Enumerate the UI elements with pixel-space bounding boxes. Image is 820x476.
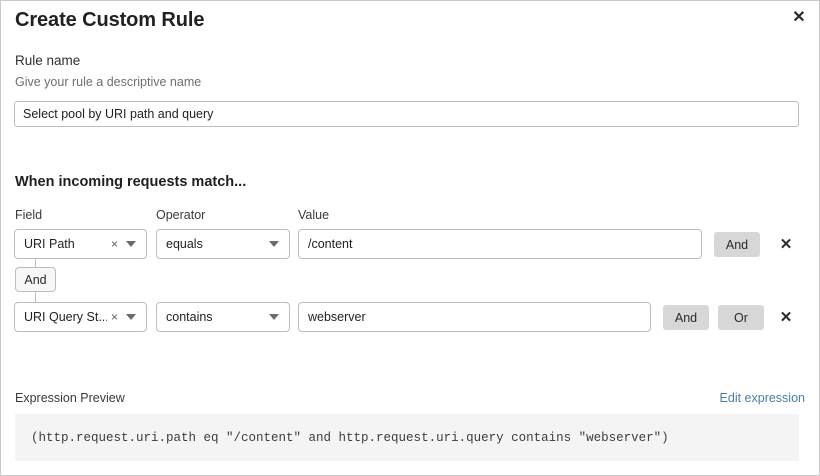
expression-preview-label: Expression Preview (15, 391, 125, 405)
rule-name-input[interactable] (14, 101, 799, 127)
value-input-1[interactable] (298, 229, 702, 259)
field-select-1[interactable]: URI Path × (14, 229, 147, 259)
operator-select-1[interactable]: equals (156, 229, 290, 259)
connector-line-top (35, 259, 36, 267)
column-header-value: Value (298, 208, 330, 222)
dialog-title: Create Custom Rule (15, 9, 205, 31)
field-select-1-value: URI Path (24, 237, 75, 251)
logic-and-button-1[interactable]: And (714, 232, 760, 257)
column-header-field: Field (15, 208, 43, 222)
logic-or-button-2[interactable]: Or (718, 305, 764, 330)
condition-row: URI Path × equals And ✕ (1, 229, 819, 259)
delete-row-icon-2[interactable]: ✕ (775, 306, 797, 328)
operator-select-2-value: contains (166, 310, 213, 324)
field-select-2-value: URI Query St... (24, 310, 107, 324)
logic-and-button-2[interactable]: And (663, 305, 709, 330)
chevron-down-icon (269, 241, 279, 247)
chevron-down-icon (126, 314, 136, 320)
operator-select-2[interactable]: contains (156, 302, 290, 332)
close-icon[interactable]: ✕ (788, 7, 810, 29)
chevron-down-icon (126, 241, 136, 247)
column-header-operator: Operator (156, 208, 206, 222)
clear-icon[interactable]: × (110, 310, 118, 324)
connector-and-chip[interactable]: And (15, 267, 56, 292)
condition-row: URI Query St... × contains And Or ✕ (1, 302, 819, 332)
rule-name-help-text: Give your rule a descriptive name (15, 75, 202, 89)
delete-row-icon-1[interactable]: ✕ (775, 233, 797, 255)
clear-icon[interactable]: × (110, 237, 118, 251)
connector-line-bottom (35, 292, 36, 303)
rule-name-label: Rule name (15, 53, 81, 68)
edit-expression-link[interactable]: Edit expression (719, 391, 805, 405)
expression-preview-code: (http.request.uri.path eq "/content" and… (15, 414, 799, 461)
field-select-2[interactable]: URI Query St... × (14, 302, 147, 332)
chevron-down-icon (269, 314, 279, 320)
operator-select-1-value: equals (166, 237, 203, 251)
value-input-2[interactable] (298, 302, 651, 332)
conditions-heading: When incoming requests match... (15, 174, 247, 190)
